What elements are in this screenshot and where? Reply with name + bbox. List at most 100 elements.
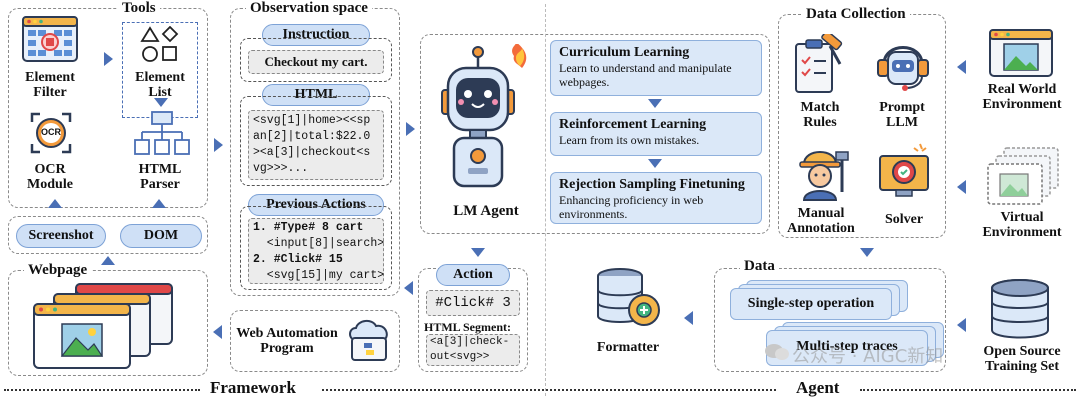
framework-label: Framework [210, 378, 296, 397]
previous-actions-box [240, 206, 392, 290]
data-collection-title: Data Collection [802, 6, 910, 23]
arrow-up-icon [101, 256, 115, 265]
browser-window-icon [22, 16, 78, 62]
arrow-right-icon [214, 138, 223, 152]
arrow-right-icon [406, 122, 415, 136]
web-automation-line2: Program [260, 341, 314, 356]
virtual-line2: Environment [982, 225, 1062, 240]
arrow-left-icon [957, 318, 966, 332]
real-world-label: Real World Environment [970, 82, 1074, 112]
segment-line: out<svg>> [430, 351, 490, 363]
observation-title: Observation space [246, 0, 372, 17]
arrow-up-icon [152, 199, 166, 208]
html-segment-code: <a[3]|check- out<svg>> [426, 334, 520, 366]
html-line: an[2]|total:$22.0 [253, 130, 371, 143]
arrow-left-icon [684, 311, 693, 325]
real-world-browser-icon [988, 28, 1054, 78]
manual-annotation-label: Manual Annotation [784, 206, 858, 236]
element-list-line1: Element [135, 70, 185, 85]
single-step-box: Single-step operation [730, 288, 892, 320]
data-panel [714, 268, 946, 372]
prompt-llm-label: Prompt LLM [870, 100, 934, 130]
virtual-browsers-icon [984, 146, 1060, 206]
tools-panel [8, 8, 208, 208]
arrow-left-icon [213, 325, 222, 339]
multi-step-box: Multi-step traces [766, 330, 928, 366]
webpage-title: Webpage [24, 262, 92, 279]
ocr-module-line2: Module [27, 177, 73, 192]
arrow-left-icon [957, 180, 966, 194]
previous-actions-code: 1. #Type# 8 cart <input[8]|search> 2. #C… [248, 218, 384, 284]
reinforcement-learning-box: Reinforcement Learning Learn from its ow… [550, 112, 762, 156]
arrow-right-icon [104, 52, 113, 66]
formatter-icon [594, 266, 664, 330]
footer-rule-mid [322, 389, 776, 391]
curriculum-text: Learn to understand and manipulate webpa… [559, 61, 732, 89]
curriculum-learning-box: Curriculum Learning Learn to understand … [550, 40, 762, 96]
html-parser-line1: HTML [138, 162, 182, 177]
element-filter-line2: Filter [33, 85, 67, 100]
action-pill: Action [436, 264, 510, 286]
rs-title: Rejection Sampling Finetuning [559, 177, 745, 192]
tools-title: Tools [118, 0, 160, 17]
html-segment-label: HTML Segment: [424, 320, 511, 334]
virtual-label: Virtual Environment [970, 210, 1074, 240]
element-filter-label: Element Filter [10, 70, 90, 100]
action-code: #Click# 3 [426, 290, 520, 316]
manual-annotation-line2: Annotation [787, 221, 855, 236]
real-world-line1: Real World [987, 82, 1057, 97]
ocr-module-line1: OCR [34, 162, 66, 177]
formatter-label: Formatter [596, 340, 660, 355]
arrow-up-icon [48, 199, 62, 208]
lm-agent-label: LM Agent [453, 203, 519, 219]
footer-rule-left [4, 389, 200, 391]
manual-annotation-line1: Manual [797, 206, 845, 221]
match-rules-line1: Match [800, 100, 840, 115]
html-line: <svg[1]|home><<sp [253, 114, 371, 127]
rejection-sampling-box: Rejection Sampling Finetuning Enhancing … [550, 172, 762, 224]
watermark: 公众号 · AIGC新知 [792, 346, 944, 367]
instruction-box [240, 38, 392, 82]
real-world-line2: Environment [982, 97, 1062, 112]
html-parser-line2: Parser [140, 177, 180, 192]
footer-rule-right [860, 389, 1076, 391]
segment-line: <a[3]|check- [430, 336, 510, 348]
open-source-line2: Training Set [984, 359, 1060, 374]
data-title: Data [740, 258, 779, 275]
arrow-down-icon [154, 98, 168, 107]
capture-panel [8, 216, 208, 254]
rs-text: Enhancing proficiency in web environment… [559, 193, 704, 221]
agent-label: Agent [796, 378, 840, 397]
open-source-line1: Open Source [983, 344, 1061, 359]
previous-action-line: <input[8]|search> [253, 237, 385, 250]
html-line: vg>>>... [253, 162, 309, 175]
screenshot-pill: Screenshot [16, 224, 106, 248]
arrow-down-icon [471, 248, 485, 257]
previous-action-line: <svg[15]|my cart> [253, 269, 385, 282]
curriculum-title: Curriculum Learning [559, 45, 690, 60]
ocr-icon [28, 110, 74, 156]
web-automation-panel [230, 310, 400, 372]
instruction-text: Checkout my cart. [248, 50, 384, 74]
agent-panel [420, 34, 770, 234]
shapes-icon [140, 25, 180, 64]
previous-actions-pill: Previous Actions [248, 194, 384, 216]
html-line: ><a[3]|checkout<s [253, 146, 371, 159]
arrow-down-icon [648, 159, 662, 168]
database-icon [988, 278, 1052, 340]
section-divider [545, 4, 546, 396]
virtual-line1: Virtual [1000, 210, 1044, 225]
web-automation-label: Web Automation Program [232, 326, 342, 356]
open-source-label: Open Source Training Set [970, 344, 1074, 374]
web-automation-line1: Web Automation [236, 326, 338, 341]
rl-title: Reinforcement Learning [559, 117, 707, 132]
worker-icon [792, 140, 850, 202]
clipboard-hammer-icon [792, 30, 846, 96]
wechat-icon [764, 342, 790, 362]
cloud-python-icon [344, 316, 394, 362]
element-filter-line1: Element [25, 70, 75, 85]
element-list-label: Element List [122, 70, 198, 100]
webpage-stack-icon [32, 282, 178, 370]
arrow-left-icon [404, 281, 413, 295]
previous-action-line: 2. #Click# 15 [253, 253, 343, 266]
